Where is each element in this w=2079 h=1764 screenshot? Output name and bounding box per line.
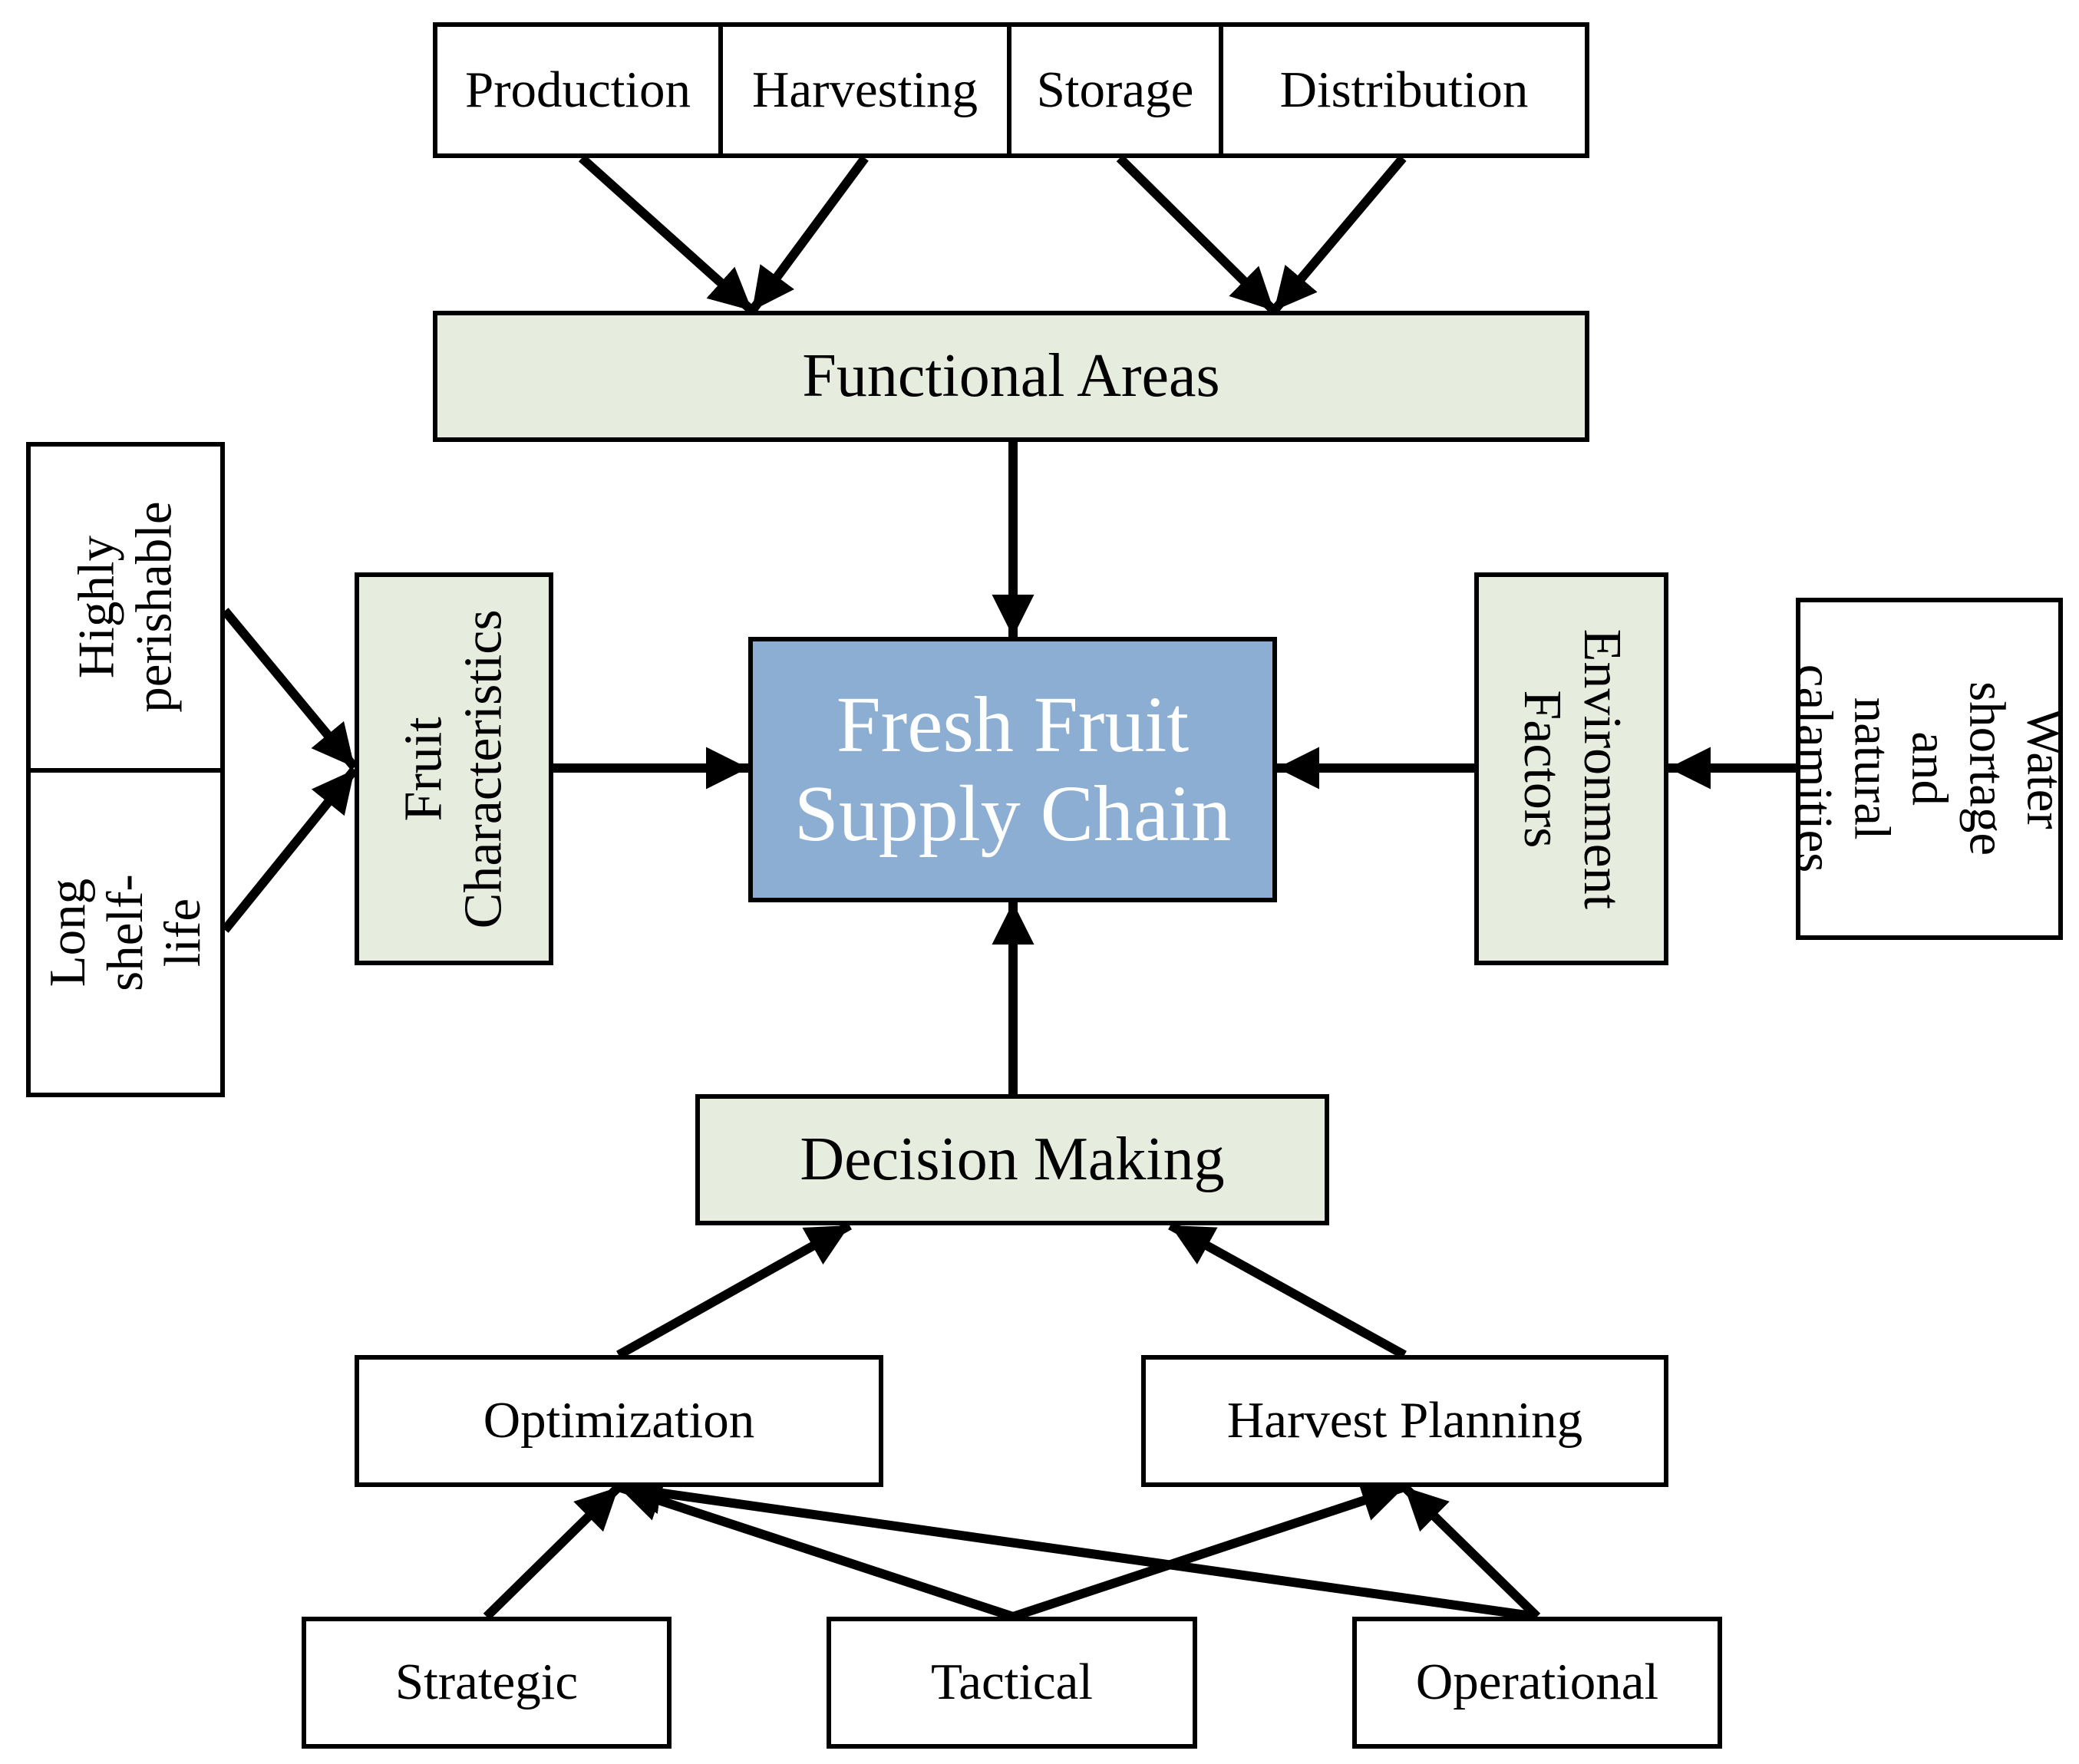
storage-label: Storage — [1036, 61, 1194, 118]
arrow-tactical-to-optimization — [617, 1480, 1015, 1621]
arrow-long-shelf-life-to-fruit — [221, 767, 358, 933]
distribution-box: Distribution — [1219, 22, 1589, 158]
harvesting-box: Harvesting — [718, 22, 1011, 158]
tactical-label: Tactical — [930, 1654, 1094, 1711]
environment-factors-box: Environment Factors — [1474, 572, 1668, 965]
water-shortage-box: Water shortage and natural calamities — [1786, 598, 2074, 940]
optimization-label: Optimization — [483, 1392, 755, 1449]
harvest-planning-label: Harvest Planning — [1226, 1392, 1583, 1449]
decision-making-box: Decision Making — [695, 1094, 1329, 1225]
long-shelf-life-box: Long shelf- life — [26, 768, 225, 1097]
fruit-characteristics-label: Fruit Characteristics — [394, 609, 513, 928]
tactical-box: Tactical — [827, 1617, 1197, 1749]
arrow-storage-to-functional — [1116, 154, 1278, 315]
operational-label: Operational — [1415, 1654, 1659, 1711]
arrow-highly-perishable-to-fruit — [221, 608, 358, 770]
production-label: Production — [464, 61, 691, 118]
operational-box: Operational — [1352, 1617, 1722, 1749]
functional-areas-box: Functional Areas — [433, 311, 1589, 442]
strategic-box: Strategic — [302, 1617, 672, 1749]
arrow-harvest-planning-to-decision — [1168, 1221, 1407, 1360]
arrow-strategic-to-optimization — [483, 1483, 622, 1621]
fresh-fruit-supply-chain-box: Fresh Fruit Supply Chain — [748, 637, 1277, 902]
functional-areas-label: Functional Areas — [802, 341, 1220, 410]
arrow-distribution-to-functional — [1270, 155, 1407, 314]
harvesting-label: Harvesting — [752, 61, 978, 118]
water-shortage-label: Water shortage and natural calamities — [1786, 664, 2074, 873]
storage-box: Storage — [1007, 22, 1223, 158]
optimization-box: Optimization — [355, 1355, 883, 1487]
environment-factors-label: Environment Factors — [1512, 628, 1632, 909]
highly-perishable-box: Highly perishable — [26, 442, 225, 773]
long-shelf-life-label: Long shelf- life — [38, 874, 212, 991]
arrow-optimization-to-decision — [616, 1221, 852, 1360]
production-box: Production — [433, 22, 723, 158]
arrow-production-to-functional — [578, 154, 756, 315]
distribution-label: Distribution — [1279, 61, 1529, 118]
arrow-operational-to-harvest-planning — [1401, 1483, 1541, 1621]
arrow-tactical-to-harvest-planning — [1011, 1480, 1406, 1621]
arrow-harvesting-to-functional — [748, 155, 869, 314]
highly-perishable-label: Highly perishable — [68, 501, 183, 714]
fresh-fruit-supply-chain-label: Fresh Fruit Supply Chain — [794, 680, 1232, 858]
fruit-characteristics-box: Fruit Characteristics — [355, 572, 553, 965]
strategic-label: Strategic — [394, 1654, 579, 1711]
arrow-operational-to-optimization — [618, 1472, 1538, 1621]
decision-making-label: Decision Making — [800, 1125, 1225, 1193]
harvest-planning-box: Harvest Planning — [1141, 1355, 1668, 1487]
